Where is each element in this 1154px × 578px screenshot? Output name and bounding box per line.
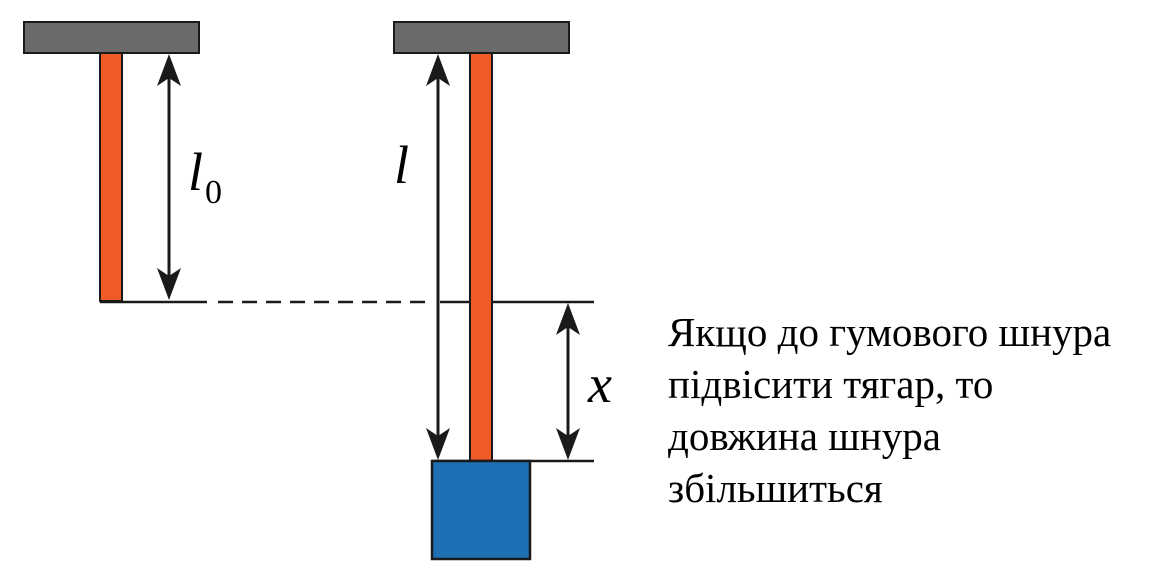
l0-subscript: 0	[205, 174, 222, 211]
caption-line-1: Якщо до гумового шнура	[668, 309, 1112, 355]
right-support-beam	[393, 21, 570, 54]
x-label: x	[587, 354, 612, 414]
caption-text: Якщо до гумового шнура підвісити тягар, …	[668, 306, 1148, 514]
left-support-beam	[23, 21, 200, 54]
caption-line-2: підвісити тягар, то	[668, 361, 994, 407]
l-dimension-arrow	[426, 54, 450, 460]
caption-line-3: довжина шнура	[668, 413, 941, 459]
weight-block	[430, 459, 532, 561]
l-label: l	[394, 135, 409, 195]
caption-line-4: збільшиться	[668, 465, 883, 511]
left-rubber-cord	[99, 52, 123, 302]
l0-label: l	[188, 142, 203, 202]
right-rubber-cord	[469, 52, 493, 462]
x-dimension-arrow	[556, 303, 580, 460]
l0-dimension-arrow	[157, 54, 181, 300]
